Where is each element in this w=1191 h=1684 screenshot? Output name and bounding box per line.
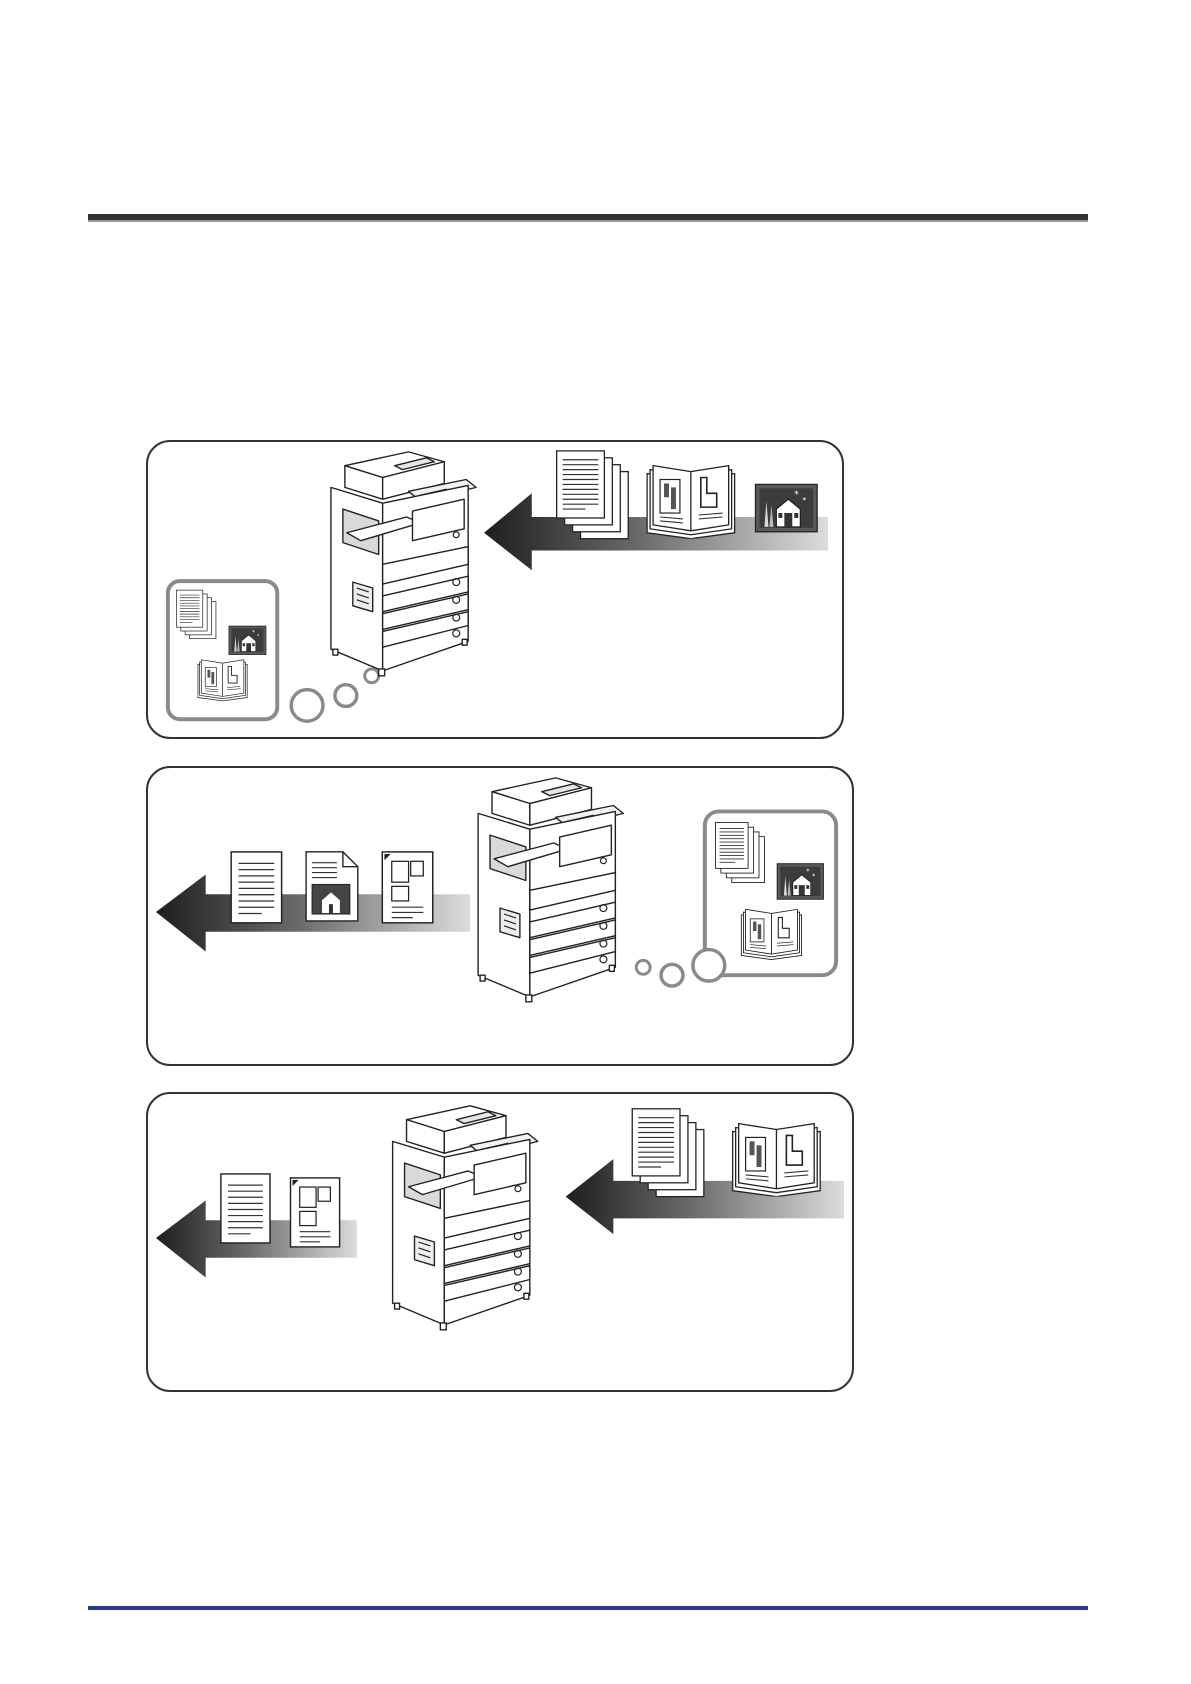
copy-diagram-panel <box>146 1092 854 1392</box>
booklet-icon <box>741 909 801 959</box>
copier-icon <box>393 1106 538 1330</box>
copier-icon <box>478 778 623 1002</box>
photo-icon <box>755 484 817 531</box>
text-document-icon <box>221 1174 270 1243</box>
header-rule <box>88 214 1088 222</box>
text-document-stack-icon <box>715 822 764 882</box>
mixed-document-icon <box>306 852 358 921</box>
scan-in-diagram-panel <box>146 440 844 739</box>
booklet-icon <box>733 1124 821 1197</box>
photo-icon <box>777 864 823 900</box>
booklet-icon <box>647 466 734 539</box>
booklet-icon <box>198 660 247 701</box>
photo-icon <box>229 626 266 654</box>
text-document-stack-icon <box>632 1109 704 1197</box>
footer-rule <box>88 1606 1088 1610</box>
thought-bubble <box>636 811 836 986</box>
send-out-diagram-panel <box>146 766 854 1066</box>
layout-document-icon <box>382 852 432 923</box>
text-document-icon <box>231 852 281 923</box>
layout-document-icon <box>291 1178 340 1247</box>
copier-icon <box>331 452 476 676</box>
